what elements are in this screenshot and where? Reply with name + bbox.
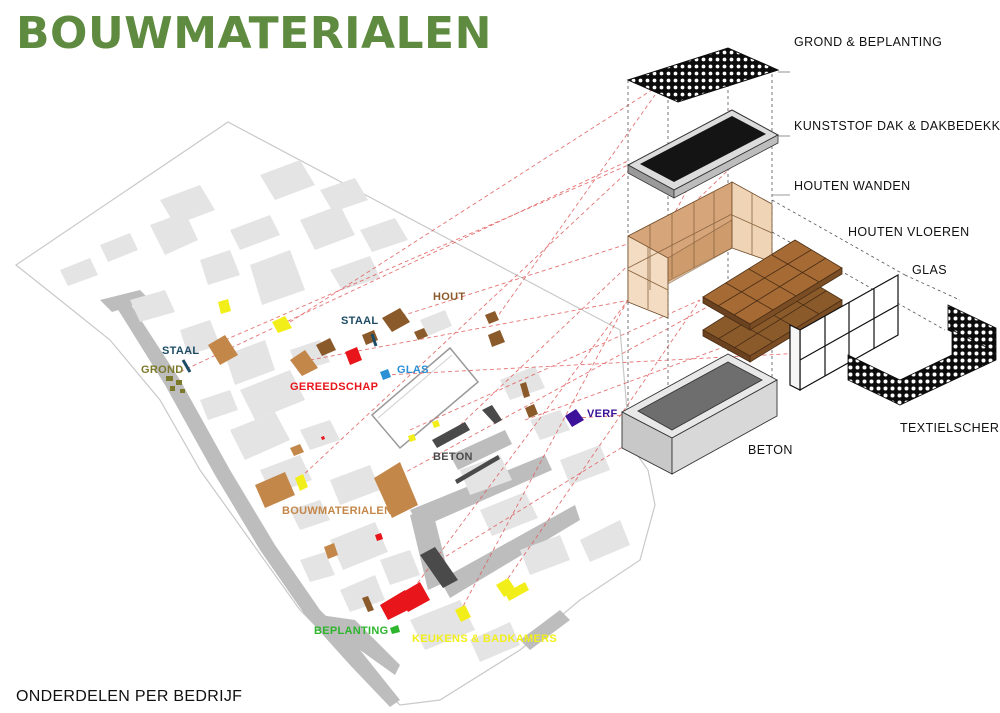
component-glas [789, 273, 899, 392]
map-label-beplanting: BEPLANTING [314, 625, 389, 637]
parcels-beton [420, 405, 502, 588]
map-label-hout: HOUT [433, 291, 466, 303]
component-textielscherm [847, 304, 997, 406]
map-label-bouwmaterialen: BOUWMATERIALEN [282, 505, 393, 517]
map-label-staal-1: STAAL [341, 315, 379, 327]
buildings [60, 160, 630, 662]
label-textielscherm: TEXTIELSCHERM [900, 421, 1000, 435]
material-parcels [166, 299, 584, 634]
label-leaders [772, 71, 790, 196]
map-label-staal-2: STAAL [162, 345, 200, 357]
component-beton [621, 353, 778, 475]
component-houten-vloeren [702, 239, 843, 363]
connector-lines [179, 87, 861, 613]
label-houten-wanden: HOUTEN WANDEN [794, 179, 911, 193]
parcels-keukens [218, 299, 529, 622]
component-grond-beplanting [626, 47, 780, 103]
map-label-beton: BETON [433, 451, 473, 463]
label-grond-beplanting: GROND & BEPLANTING [794, 35, 943, 49]
parcels-staal [181, 333, 378, 373]
map-label-grond: GROND [141, 364, 184, 376]
parcels-gereedschap [321, 347, 430, 620]
streets [100, 290, 580, 707]
label-kunststof-dak: KUNSTSTOF DAK & DAKBEDEKKING [794, 119, 1000, 133]
label-houten-vloeren: HOUTEN VLOEREN [848, 225, 970, 239]
map-label-gereedschap: GEREEDSCHAP [290, 381, 379, 393]
component-kunststof-dak [626, 109, 780, 199]
site-map [14, 121, 656, 707]
large-hall [370, 346, 480, 450]
footer-caption: ONDERDELEN PER BEDRIJF [16, 688, 243, 705]
map-label-keukens: KEUKENS & BADKAMERS [412, 633, 558, 645]
parcel-glas [380, 369, 391, 380]
parcels-bouwmaterialen [208, 335, 418, 559]
map-label-verf: VERF [587, 408, 618, 420]
parcels-hout [316, 308, 538, 612]
component-houten-wanden [627, 181, 773, 319]
parcel-beplanting [390, 625, 400, 634]
parcel-verf [565, 409, 584, 427]
label-glas-component: GLAS [912, 263, 947, 277]
map-label-glas: GLAS [397, 364, 429, 376]
parcels-grond [166, 376, 185, 393]
page-title: BOUWMATERIALEN [16, 8, 492, 59]
label-beton-component: BETON [748, 443, 793, 457]
